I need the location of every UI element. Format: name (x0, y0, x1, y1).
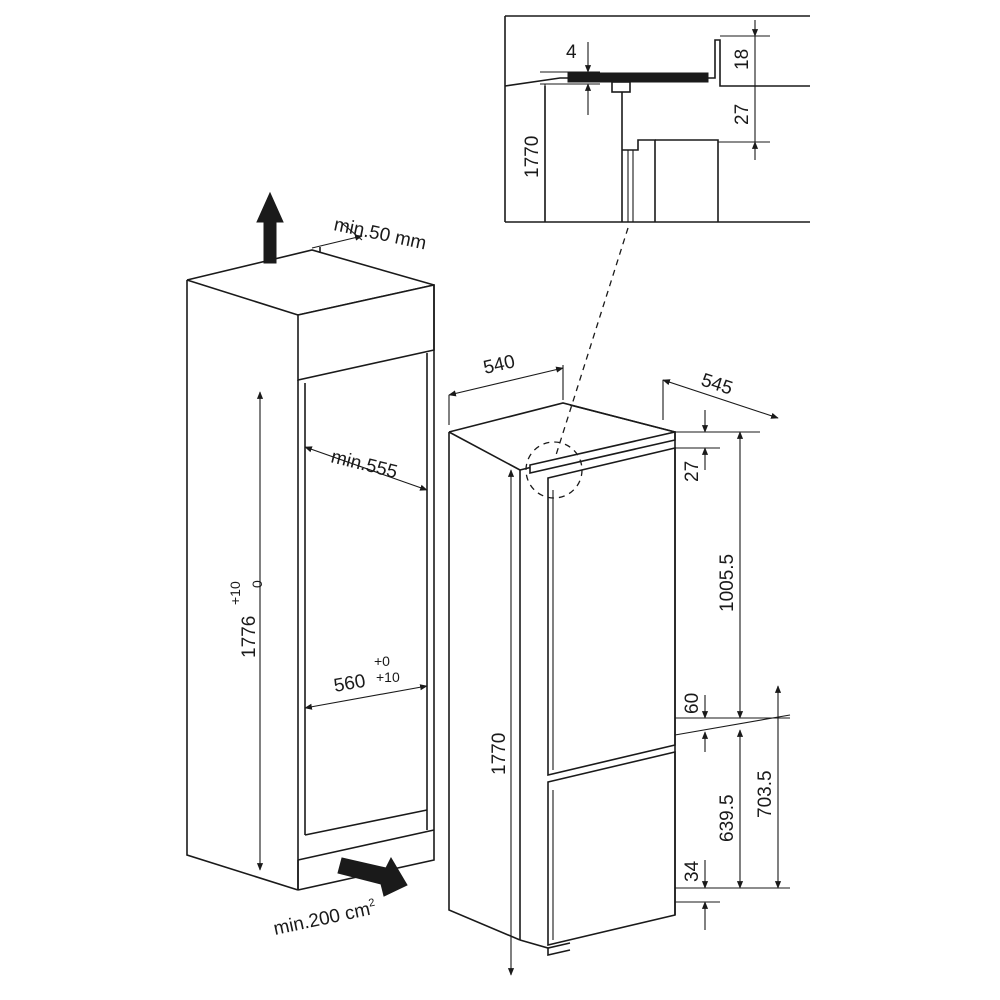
niche-height-tol-lower: 0 (249, 580, 265, 588)
appliance-depth: 545 (698, 370, 735, 400)
niche-cabinet (186, 247, 435, 891)
detail-dim-27: 27 (732, 104, 753, 125)
detail-dim-1770: 1770 (522, 136, 543, 178)
appliance-top-gap: 27 (682, 461, 703, 482)
niche-depth-min: min.555 (329, 446, 400, 483)
hinge-plate (567, 72, 709, 83)
appliance-upper-door: 1005.5 (717, 554, 738, 612)
niche-width-tol-upper: +0 (374, 653, 390, 669)
appliance-height: 1770 (489, 733, 510, 775)
niche-width-tol-lower: +10 (376, 669, 400, 685)
upper-door (547, 446, 676, 777)
appliance-lower-door: 639.5 (717, 794, 738, 842)
niche-height: 1776 (239, 616, 260, 658)
appliance-body (448, 402, 676, 957)
appliance-bottom-gap: 34 (682, 860, 703, 882)
detail-inset: 4 1770 18 27 (504, 15, 810, 223)
appliance-width: 540 (481, 351, 517, 379)
bottom-vent-arrow (337, 856, 408, 897)
detail-dim-4: 4 (566, 42, 577, 63)
vent-top-label: min.50 mm (332, 214, 428, 254)
detail-leader (555, 227, 629, 456)
vent-bottom-label: min.200 cm2 (271, 897, 378, 940)
appliance-lower-total: 703.5 (755, 770, 776, 818)
niche-height-tol-upper: +10 (227, 581, 243, 605)
niche-width: 560 (332, 671, 367, 697)
appliance-mid-gap: 60 (682, 693, 703, 714)
top-vent-arrow (256, 191, 284, 264)
lower-door (547, 750, 676, 947)
detail-circle (525, 441, 583, 499)
detail-dim-18: 18 (732, 49, 753, 70)
